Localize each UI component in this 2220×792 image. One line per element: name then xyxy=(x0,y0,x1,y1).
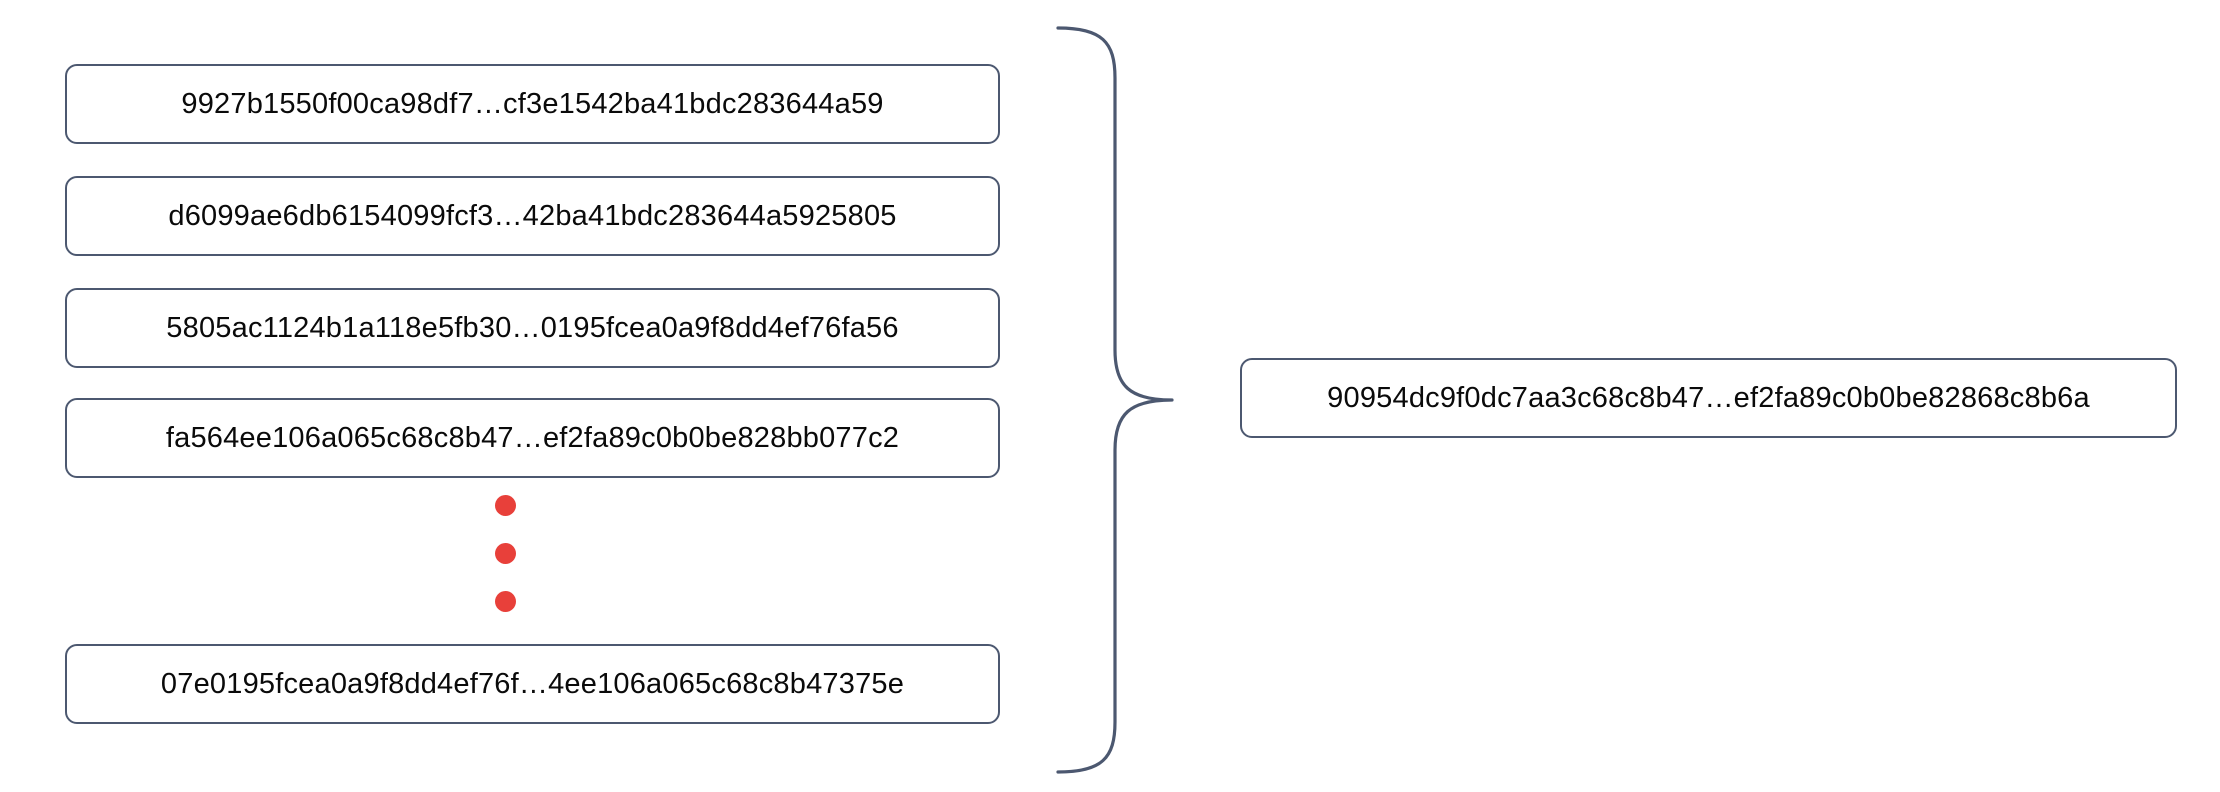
output-hash-label: 90954dc9f0dc7aa3c68c8b47…ef2fa89c0b0be82… xyxy=(1327,381,2090,414)
ellipsis-dot-icon xyxy=(495,591,516,612)
input-hash-label-1: 9927b1550f00ca98df7…cf3e1542ba41bdc28364… xyxy=(181,87,884,120)
input-hash-box-3[interactable]: 5805ac1124b1a118e5fb30…0195fcea0a9f8dd4e… xyxy=(65,288,1000,368)
curly-brace-connector xyxy=(1056,26,1174,774)
ellipsis-dot-icon xyxy=(495,543,516,564)
input-hash-label-4: fa564ee106a065c68c8b47…ef2fa89c0b0be828b… xyxy=(165,421,900,454)
input-hash-box-4[interactable]: fa564ee106a065c68c8b47…ef2fa89c0b0be828b… xyxy=(65,398,1000,478)
input-hash-box-5[interactable]: 07e0195fcea0a9f8dd4ef76f…4ee106a065c68c8… xyxy=(65,644,1000,724)
vertical-ellipsis xyxy=(495,495,535,630)
ellipsis-dot-icon xyxy=(495,495,516,516)
input-hash-label-3: 5805ac1124b1a118e5fb30…0195fcea0a9f8dd4e… xyxy=(166,311,899,344)
input-hash-label-2: d6099ae6db6154099fcf3…42ba41bdc283644a59… xyxy=(168,199,897,232)
input-hash-box-2[interactable]: d6099ae6db6154099fcf3…42ba41bdc283644a59… xyxy=(65,176,1000,256)
input-hash-box-1[interactable]: 9927b1550f00ca98df7…cf3e1542ba41bdc28364… xyxy=(65,64,1000,144)
input-hash-label-5: 07e0195fcea0a9f8dd4ef76f…4ee106a065c68c8… xyxy=(160,667,905,700)
output-hash-box[interactable]: 90954dc9f0dc7aa3c68c8b47…ef2fa89c0b0be82… xyxy=(1240,358,2177,438)
